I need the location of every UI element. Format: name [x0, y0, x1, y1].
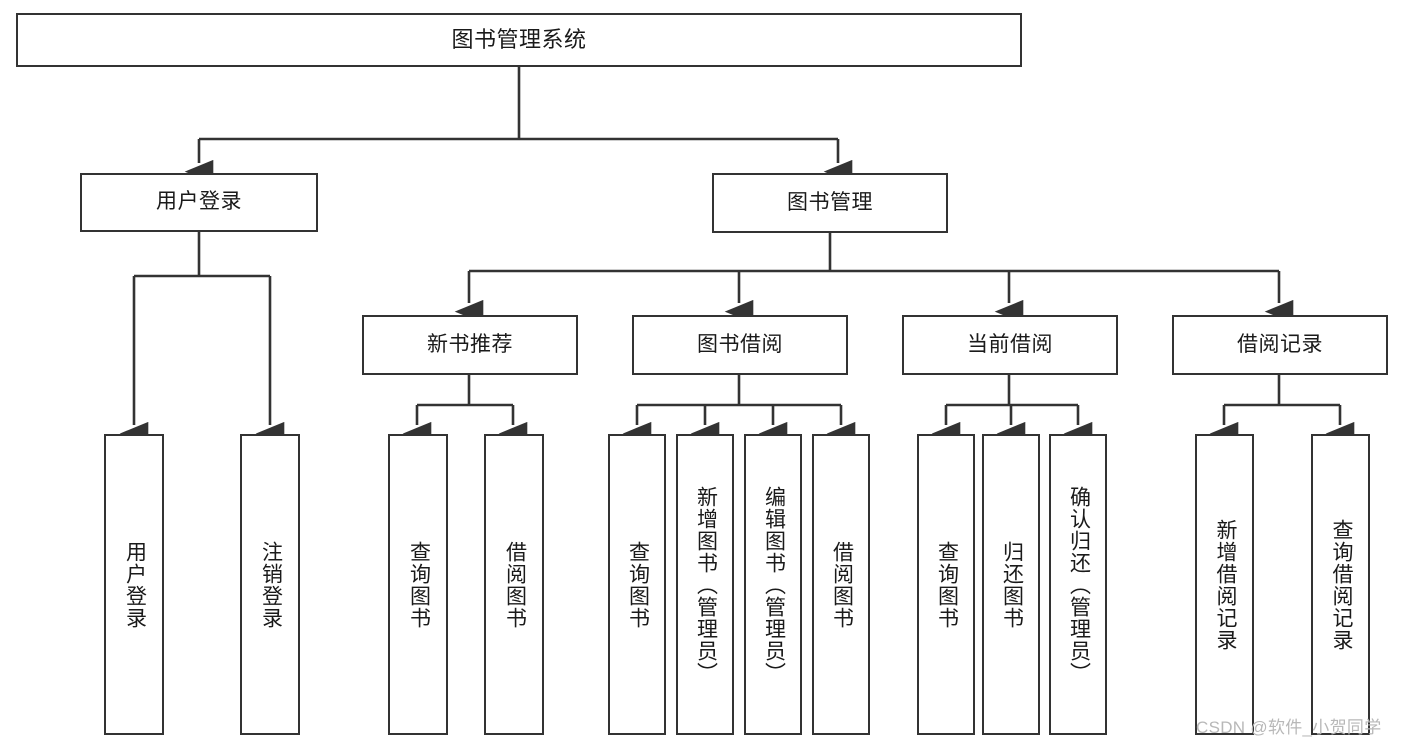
node-root-label: 图书管理系统 — [451, 27, 587, 53]
node-borrow-record[interactable]: 借阅记录 — [1172, 315, 1388, 375]
node-leaf-logout[interactable]: 注销登录 — [240, 434, 300, 735]
node-new-book-recommend[interactable]: 新书推荐 — [362, 315, 578, 375]
node-new-book-recommend-label: 新书推荐 — [427, 332, 513, 356]
node-user-login-label: 用户登录 — [156, 190, 242, 214]
node-user-login[interactable]: 用户登录 — [80, 173, 318, 232]
node-leaf-add-book[interactable]: 新增图书（管理员） — [676, 434, 734, 735]
node-leaf-query-book-3[interactable]: 查询图书 — [917, 434, 975, 735]
node-leaf-borrow-book-2-label: 借阅图书 — [830, 540, 854, 629]
node-leaf-add-book-label: 新增图书（管理员） — [694, 485, 718, 684]
node-leaf-logout-label: 注销登录 — [259, 540, 283, 629]
node-leaf-confirm-return-label: 确认归还（管理员） — [1067, 485, 1091, 684]
node-leaf-borrow-book-1[interactable]: 借阅图书 — [484, 434, 544, 735]
node-leaf-query-book-1-label: 查询图书 — [407, 540, 431, 629]
node-leaf-query-book-1[interactable]: 查询图书 — [388, 434, 448, 735]
node-leaf-return-book[interactable]: 归还图书 — [982, 434, 1040, 735]
node-leaf-edit-book-label: 编辑图书（管理员） — [762, 485, 786, 684]
node-leaf-query-book-2-label: 查询图书 — [626, 540, 650, 629]
node-leaf-borrow-book-2[interactable]: 借阅图书 — [812, 434, 870, 735]
node-current-borrow-label: 当前借阅 — [967, 332, 1053, 356]
node-leaf-query-record[interactable]: 查询借阅记录 — [1311, 434, 1370, 735]
node-leaf-add-record-label: 新增借阅记录 — [1213, 518, 1237, 651]
node-leaf-query-record-label: 查询借阅记录 — [1329, 518, 1353, 651]
node-leaf-add-record[interactable]: 新增借阅记录 — [1195, 434, 1254, 735]
node-leaf-borrow-book-1-label: 借阅图书 — [503, 540, 527, 629]
node-book-borrow[interactable]: 图书借阅 — [632, 315, 848, 375]
node-leaf-confirm-return[interactable]: 确认归还（管理员） — [1049, 434, 1107, 735]
node-leaf-query-book-2[interactable]: 查询图书 — [608, 434, 666, 735]
csdn-watermark: CSDN @软件_小贺同学 — [1196, 718, 1382, 737]
node-book-management[interactable]: 图书管理 — [712, 173, 948, 233]
node-borrow-record-label: 借阅记录 — [1237, 332, 1323, 356]
node-leaf-user-login-label: 用户登录 — [123, 540, 147, 629]
node-leaf-query-book-3-label: 查询图书 — [935, 540, 959, 629]
node-book-borrow-label: 图书借阅 — [697, 332, 783, 356]
node-leaf-edit-book[interactable]: 编辑图书（管理员） — [744, 434, 802, 735]
node-current-borrow[interactable]: 当前借阅 — [902, 315, 1118, 375]
node-root[interactable]: 图书管理系统 — [16, 13, 1022, 67]
node-leaf-user-login[interactable]: 用户登录 — [104, 434, 164, 735]
node-book-management-label: 图书管理 — [787, 190, 873, 214]
node-leaf-return-book-label: 归还图书 — [1000, 540, 1024, 629]
